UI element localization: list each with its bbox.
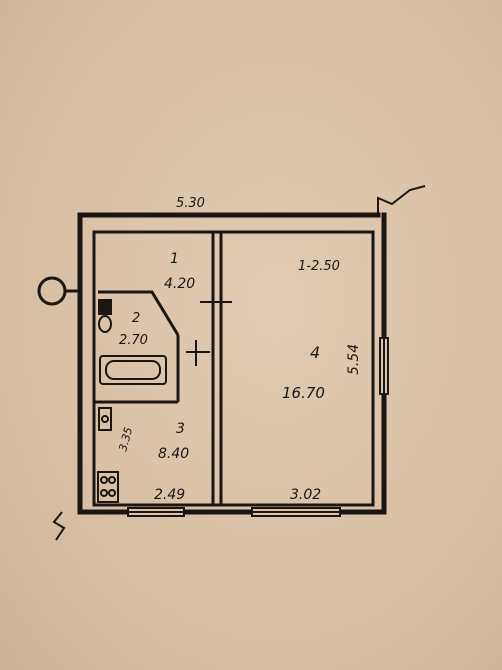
room-length-dimension: 5.54 — [346, 344, 362, 375]
gas-meter-icon — [37, 276, 80, 306]
room-3-number: 3 — [176, 421, 185, 437]
room-1-area: 4.20 — [164, 276, 195, 292]
window-icon — [127, 337, 389, 517]
bathtub-icon — [99, 355, 167, 385]
stove-icon — [97, 471, 119, 503]
room-2-area: 2.70 — [119, 333, 148, 348]
room-2-number: 2 — [132, 311, 140, 326]
ceiling-height-note: 1-2.50 — [298, 259, 340, 274]
room-1-number: 1 — [170, 251, 179, 267]
room-3-area: 8.40 — [158, 446, 189, 462]
kitchen-length-dimension: 3.35 — [116, 426, 135, 453]
toilet-icon — [98, 299, 112, 333]
partition-walls — [94, 232, 223, 505]
room-4-number: 4 — [310, 343, 320, 362]
top-wall-dimension: 5.30 — [176, 196, 205, 211]
room-4-area: 16.70 — [282, 384, 325, 402]
room-width-dimension: 3.02 — [290, 487, 321, 503]
door-icon — [186, 301, 232, 366]
break-line-icon — [52, 185, 426, 541]
sink-icon — [98, 407, 112, 431]
kitchen-width-dimension: 2.49 — [154, 487, 185, 503]
